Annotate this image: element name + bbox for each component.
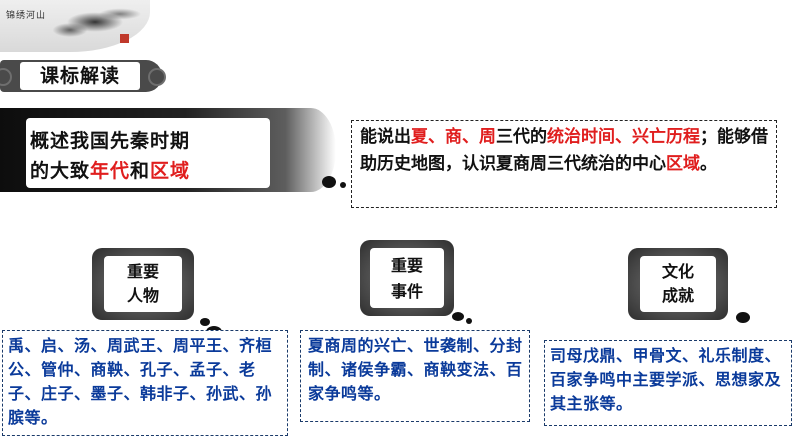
req-keyword-rise-fall: 兴亡历程 [632, 127, 700, 147]
ink-dot [466, 318, 472, 324]
events-content: 夏商周的兴亡、世袭制、分封制、诸侯争霸、商鞅变法、百家争鸣等。 [308, 336, 523, 403]
frame-culture-inner [640, 256, 716, 312]
goal-line-2-mid: 和 [130, 160, 151, 182]
people-content: 禹、启、汤、周武王、周平王、齐桓公、管仲、商鞅、孔子、孟子、老子、庄子、墨子、韩… [8, 336, 273, 427]
category-culture-label-1: 文化 [661, 262, 694, 281]
category-people-label-2: 人物 [126, 286, 159, 305]
goal-panel [26, 118, 270, 188]
category-people-label-1: 重要 [126, 262, 159, 281]
category-events-label-1: 重要 [390, 256, 423, 275]
culture-content: 司母戊鼎、甲骨文、礼乐制度、百家争鸣中主要学派、思想家及其主张等。 [550, 346, 782, 413]
req-seg-1: 能说出 [360, 127, 411, 147]
ink-dot [340, 182, 346, 188]
req-seg-7: ；能够借助历史地图，认识夏商周三代统治的中心 [360, 127, 768, 174]
section-title: 课标解读 [20, 62, 140, 90]
ink-dot [736, 312, 750, 323]
req-seg-9: 。 [700, 154, 717, 174]
culture-content-box [544, 340, 792, 426]
red-seal-stamp [120, 34, 129, 43]
frame-people-inner [104, 256, 182, 312]
goal-line-2-prefix: 的大致 [30, 160, 91, 182]
goal-keyword-era: 年代 [90, 160, 131, 182]
req-seg-3: 三代的 [496, 127, 547, 147]
frame-events-inner [370, 248, 444, 308]
req-keyword-dynasties: 夏、商、周 [411, 127, 496, 147]
req-seg-5: 、 [615, 127, 632, 147]
people-content-box [2, 330, 288, 436]
goal-keyword-region: 区域 [150, 160, 191, 182]
req-keyword-rule-time: 统治时间 [547, 127, 615, 147]
req-keyword-region: 区域 [666, 154, 700, 174]
goal-line-2: 的大致年代和区域 [30, 156, 270, 183]
goal-line-1: 概述我国先秦时期 [30, 130, 191, 152]
requirement-box [351, 120, 777, 208]
ink-dot [322, 176, 336, 188]
category-culture-label-2: 成就 [661, 286, 694, 305]
ink-dot [452, 312, 464, 321]
requirement-text: 能说出夏、商、周三代的统治时间、兴亡历程；能够借助历史地图，认识夏商周三代统治的… [360, 124, 772, 178]
events-content-box [300, 330, 530, 422]
fan-calligraphy: 锦绣河山 [6, 11, 47, 21]
category-events-label-2: 事件 [390, 282, 423, 301]
ink-dot [200, 318, 210, 326]
